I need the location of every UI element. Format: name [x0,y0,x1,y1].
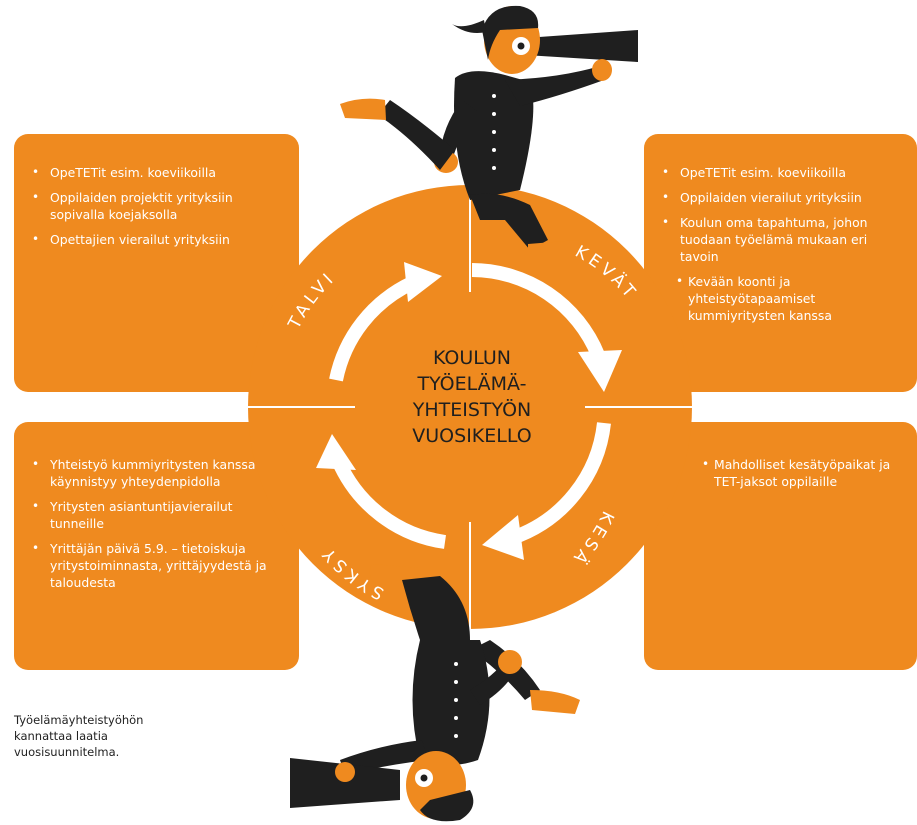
quadrant-dividers [248,185,692,629]
kesa-box: Mahdolliset kesätyöpaikat ja TET-jaksot … [644,422,917,670]
wheel-disc [248,185,692,629]
kevat-box: OpeTETit esim. koeviikoilla Oppilaiden v… [644,134,917,392]
list-item: Koulun oma tapahtuma, johon tuodaan työe… [662,214,907,265]
person-with-telescope-icon [340,5,638,258]
list-item: Yrittäjän päivä 5.9. – tietoiskuja yrity… [32,540,285,591]
list-item: Oppilaiden vierailut yrityksiin [662,189,907,206]
title-line: TYÖELÄMÄ- [417,372,527,395]
title-line: KOULUN [433,347,511,369]
center-title: KOULUN TYÖELÄMÄ- YHTEISTYÖN VUOSIKELLO [412,347,532,447]
list-item: OpeTETit esim. koeviikoilla [662,164,907,181]
list-item: Opettajien vierailut yrityksiin [32,231,285,248]
syksy-box: Yhteistyö kummiyritysten kanssa käynnist… [14,422,299,670]
caption: Työelämäyhteistyöhön kannattaa laatia vu… [14,713,144,759]
talvi-box: OpeTETit esim. koeviikoilla Oppilaiden p… [14,134,299,392]
list-item-sub: Kevään koonti ja yhteistyötapaamiset kum… [676,273,907,324]
list-item-sub: Mahdolliset kesätyöpaikat ja TET-jaksot … [702,456,907,490]
title-line: VUOSIKELLO [412,425,531,447]
list-item: Yhteistyö kummiyritysten kanssa käynnist… [32,456,285,490]
upside-down-person-with-telescope-icon [290,564,580,822]
clockwise-arrow-icon [329,263,611,549]
list-item: Oppilaiden projektit yrityksiin sopivall… [32,189,285,223]
list-item: OpeTETit esim. koeviikoilla [32,164,285,181]
title-line: YHTEISTYÖN [412,398,532,421]
arrow-heads [316,262,622,560]
list-item: Yritysten asiantuntijavierailut tunneill… [32,498,285,532]
